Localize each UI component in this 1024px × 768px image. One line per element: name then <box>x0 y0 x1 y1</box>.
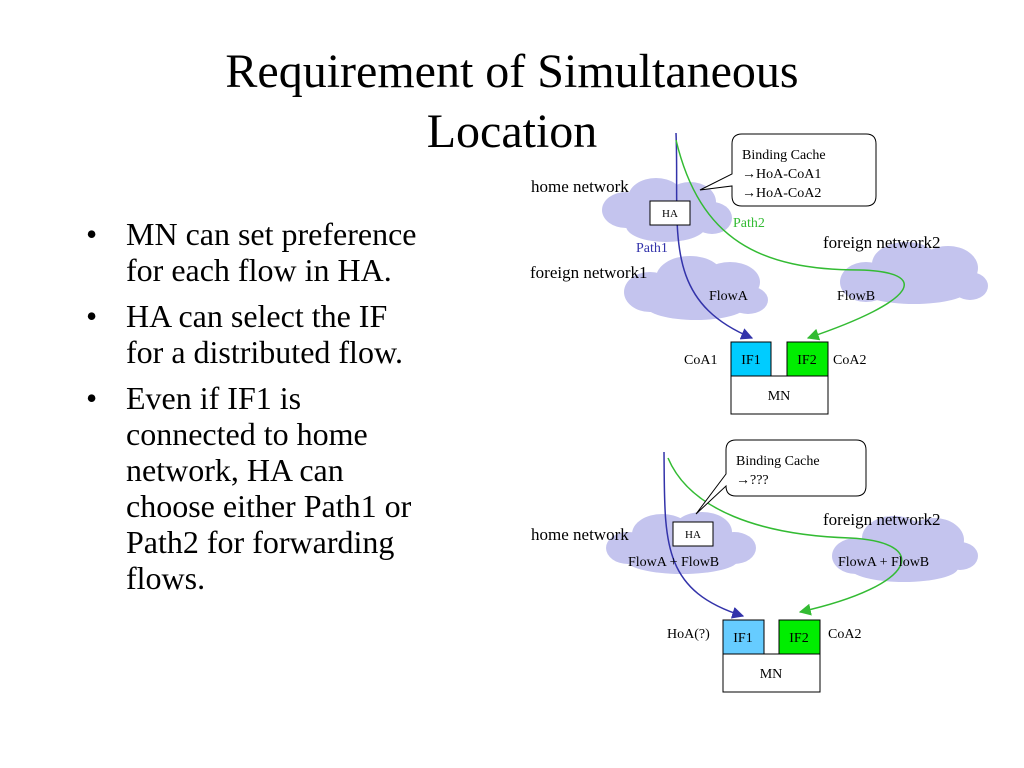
slide-title: Requirement of Simultaneous Location <box>120 42 904 162</box>
path2-arrow <box>675 139 905 341</box>
home-network-label: home network <box>531 177 629 196</box>
bullet-line: Even if IF1 is <box>126 380 302 416</box>
bullet-line: for a distributed flow. <box>126 334 403 370</box>
ha-box <box>672 521 714 547</box>
mn-label: MN <box>760 667 783 682</box>
mn-box <box>730 375 829 415</box>
if1-label: IF1 <box>741 353 760 368</box>
path1-arrow <box>675 132 754 340</box>
foreign-network2-cloud <box>840 242 988 304</box>
if1-label: IF1 <box>733 631 752 646</box>
path1-label: Path1 <box>636 241 668 256</box>
if2-box <box>786 341 829 377</box>
binding-cache-entry: →HoA-CoA1 <box>742 167 821 182</box>
if2-box <box>778 619 821 655</box>
binding-cache-title: Binding Cache <box>736 454 820 469</box>
arrow-right-icon: → <box>736 473 750 488</box>
binding-cache-title: Binding Cache <box>742 148 826 163</box>
coa2-label: CoA2 <box>833 353 866 368</box>
bullet-line: network, HA can <box>126 452 344 488</box>
ha-label: HA <box>685 529 701 541</box>
mn-label: MN <box>768 389 791 404</box>
flow-right-label: FlowA + FlowB <box>838 555 929 570</box>
bullet-item: • Even if IF1 is connected to home netwo… <box>82 380 502 596</box>
title-line-2: Location <box>426 105 598 158</box>
flow-left-label: FlowA + FlowB <box>628 555 719 570</box>
coa2-label: CoA2 <box>828 627 861 642</box>
bullet-item: • MN can set preference for each flow in… <box>82 216 502 288</box>
ha-box <box>649 200 691 226</box>
top-diagram: Binding Cache →HoA-CoA1 →HoA-CoA2 HA hom… <box>530 132 988 415</box>
coa1-label: CoA1 <box>684 353 717 368</box>
foreign-network1-label: foreign network1 <box>530 263 648 282</box>
path2-label: Path2 <box>733 216 765 231</box>
bullet-line: for each flow in HA. <box>126 252 392 288</box>
binding-cache-entry: →HoA-CoA2 <box>742 186 821 201</box>
if1-box <box>722 619 765 655</box>
flow-b-label: FlowB <box>837 289 875 304</box>
mn-box <box>722 653 821 693</box>
ha-label: HA <box>662 208 678 220</box>
foreign-network2-cloud <box>832 516 978 582</box>
foreign-network2-label: foreign network2 <box>823 510 941 529</box>
bullet-item: • HA can select the IF for a distributed… <box>82 298 502 370</box>
flow-a-label: FlowA <box>709 289 749 304</box>
bullet-list: • MN can set preference for each flow in… <box>82 216 502 606</box>
path2-arrow <box>667 457 903 616</box>
arrow-right-icon: → <box>742 167 756 182</box>
arrow-right-icon: → <box>742 186 756 201</box>
bullet-line: flows. <box>126 560 206 596</box>
bullet-line: connected to home <box>126 416 368 452</box>
bullet-line: choose either Path1 or <box>126 488 412 524</box>
home-network-label: home network <box>531 525 629 544</box>
foreign-network1-cloud <box>624 256 768 320</box>
bullet-line: HA can select the IF <box>126 298 388 334</box>
bottom-diagram: Binding Cache →??? HA home network forei… <box>531 439 978 693</box>
bullet-line: MN can set preference <box>126 216 417 252</box>
bullet-dot-icon: • <box>86 298 98 334</box>
if2-label: IF2 <box>789 631 808 646</box>
binding-cache-entry: →??? <box>736 473 769 488</box>
path1-arrow <box>663 451 745 619</box>
bullet-dot-icon: • <box>86 380 98 416</box>
hoa-label: HoA(?) <box>667 627 710 642</box>
if2-label: IF2 <box>797 353 816 368</box>
binding-cache-callout: Binding Cache →HoA-CoA1 →HoA-CoA2 <box>699 133 877 207</box>
binding-cache-callout: Binding Cache →??? <box>695 439 867 515</box>
bullet-line: Path2 for forwarding <box>126 524 395 560</box>
title-line-1: Requirement of Simultaneous <box>225 45 799 98</box>
if1-box <box>730 341 772 377</box>
foreign-network2-label: foreign network2 <box>823 233 941 252</box>
bullet-dot-icon: • <box>86 216 98 252</box>
